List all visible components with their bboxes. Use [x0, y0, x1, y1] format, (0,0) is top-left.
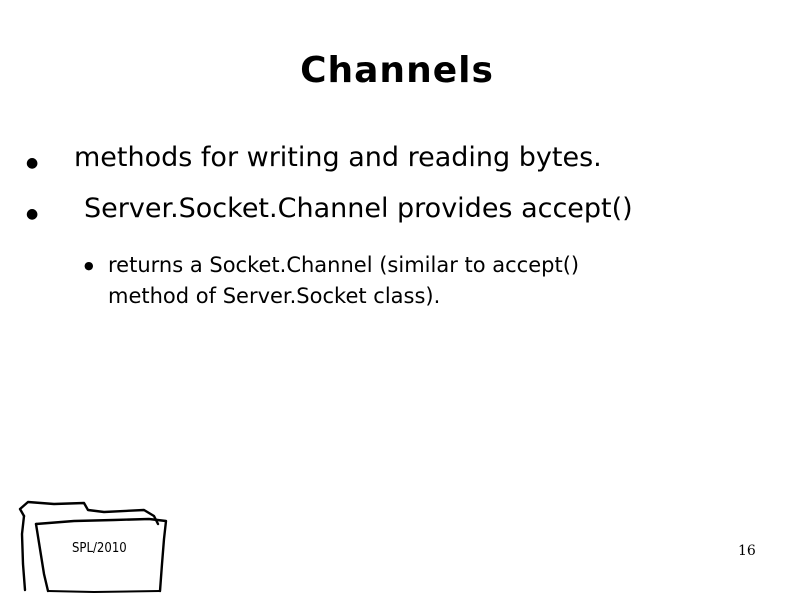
slide-title: Channels [300, 50, 494, 91]
bullet-dot: ● [26, 206, 39, 222]
sub-bullet-line-2: method of Server.Socket class). [108, 284, 441, 308]
sub-bullet-line-1: returns a Socket.Channel (similar to acc… [108, 253, 580, 277]
bullet-text: Server.Socket.Channel provides accept() [84, 193, 633, 224]
folder-icon [18, 500, 168, 594]
bullet-text: methods for writing and reading bytes. [74, 142, 602, 173]
bullet-dot: ● [26, 155, 39, 171]
sub-bullet-text: returns a Socket.Channel (similar to acc… [108, 250, 579, 312]
footer-logo-label: SPL/2010 [72, 541, 127, 556]
page-number: 16 [738, 543, 756, 559]
sub-bullet-dot: ● [84, 259, 94, 272]
